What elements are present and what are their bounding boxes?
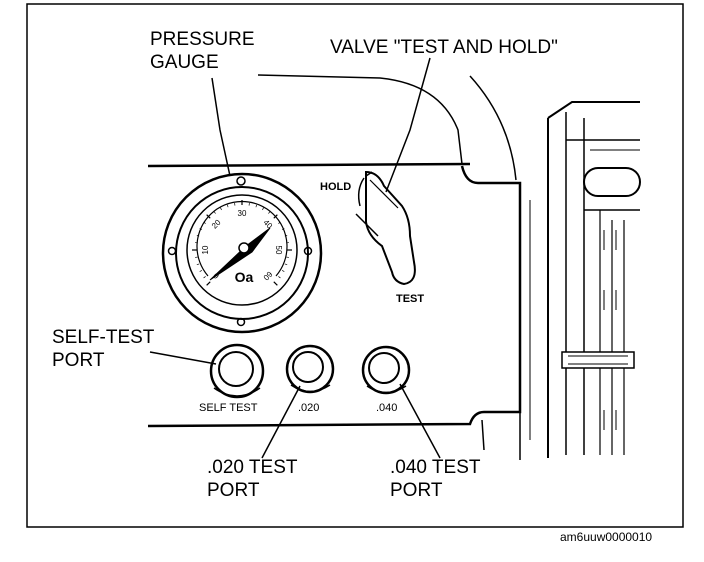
gauge-minor-tick <box>255 204 258 208</box>
port-label-self-test: SELF TEST <box>199 402 258 414</box>
gauge-minor-tick <box>208 216 211 219</box>
gauge-face <box>186 194 298 306</box>
gauge-minor-tick <box>278 221 281 224</box>
leader-pressure-gauge <box>211 77 231 177</box>
gauge-minor-tick <box>268 211 271 214</box>
self-test-port <box>209 343 265 399</box>
gauge-minor-tick <box>213 211 216 214</box>
gauge-minor-tick <box>262 207 264 211</box>
device-clip <box>561 351 635 369</box>
gauge-face-text: Oa <box>235 269 254 285</box>
callout-self-test-line1: SELF-TEST <box>52 327 155 348</box>
valve-handle-body <box>365 170 416 286</box>
housing-curve-outer <box>469 75 517 181</box>
callout-port-020: .020 TEST PORT <box>207 456 297 502</box>
leader-040 <box>399 383 441 459</box>
callout-port-040: .040 TEST PORT <box>390 456 480 502</box>
figure-id: am6uuw0000010 <box>560 530 653 544</box>
gauge-tick-label: 10 <box>201 245 210 254</box>
gauge-minor-tick <box>284 263 288 266</box>
housing-curve-inner <box>257 74 463 165</box>
port-040 <box>361 345 411 395</box>
gauge-minor-tick <box>284 234 288 237</box>
gauge-minor-tick <box>203 221 206 224</box>
panel-bracket-edge <box>481 419 485 451</box>
gauge-tick-marks <box>192 200 292 286</box>
callout-pressure-gauge: PRESSURE GAUGE <box>150 28 255 74</box>
device-window <box>583 167 641 197</box>
gauge-minor-tick <box>281 270 285 272</box>
port-label-020: .020 <box>298 402 320 414</box>
gauge-minor-tick <box>196 234 200 237</box>
callout-self-test: SELF-TEST PORT <box>52 326 154 372</box>
gauge-tick-label: 20 <box>210 218 223 231</box>
test-label: TEST <box>396 293 425 305</box>
gauge-tick-label: 50 <box>274 246 283 255</box>
leader-020 <box>261 385 301 459</box>
callout-pressure-gauge-line2: GAUGE <box>150 52 219 73</box>
callout-port-020-line1: .020 TEST <box>207 457 298 478</box>
callout-self-test-line2: PORT <box>52 350 105 371</box>
pressure-gauge: 0102030405060 Oa <box>161 172 323 334</box>
gauge-minor-tick <box>226 204 229 208</box>
leader-self-test <box>149 351 217 365</box>
callout-pressure-gauge-line1: PRESSURE <box>150 29 255 50</box>
gauge-minor-tick <box>220 207 222 211</box>
callout-port-040-line1: .040 TEST <box>390 457 481 478</box>
port-label-040: .040 <box>376 402 398 414</box>
gauge-minor-tick <box>199 228 203 230</box>
gauge-minor-tick <box>196 263 200 266</box>
callout-port-020-line2: PORT <box>207 480 260 501</box>
callout-port-040-line2: PORT <box>390 480 443 501</box>
leader-valve <box>385 57 431 193</box>
panel-top-edge <box>147 162 471 168</box>
gauge-minor-tick <box>199 270 203 272</box>
panel-outline <box>147 165 522 428</box>
valve-lever <box>355 170 416 286</box>
gauge-top-screw <box>236 176 246 186</box>
gauge-minor-tick <box>208 281 211 284</box>
gauge-needle <box>209 227 271 281</box>
gauge-minor-tick <box>273 216 276 219</box>
gauge-tick-label: 60 <box>261 269 274 282</box>
gauge-hub <box>238 242 250 254</box>
side-device <box>529 101 641 458</box>
hold-label: HOLD <box>320 181 352 193</box>
port-020 <box>285 344 335 394</box>
gauge-tick-label: 30 <box>238 209 247 218</box>
callout-valve: VALVE "TEST AND HOLD" <box>330 37 558 58</box>
gauge-minor-tick <box>273 281 276 284</box>
gauge-minor-tick <box>281 228 285 230</box>
gauge-minor-tick <box>278 276 281 279</box>
figure-frame <box>26 3 684 528</box>
gauge-minor-tick <box>203 276 206 279</box>
gauge-ring <box>175 186 309 320</box>
gauge-left-screw <box>167 246 177 256</box>
gauge-bezel <box>161 172 323 334</box>
